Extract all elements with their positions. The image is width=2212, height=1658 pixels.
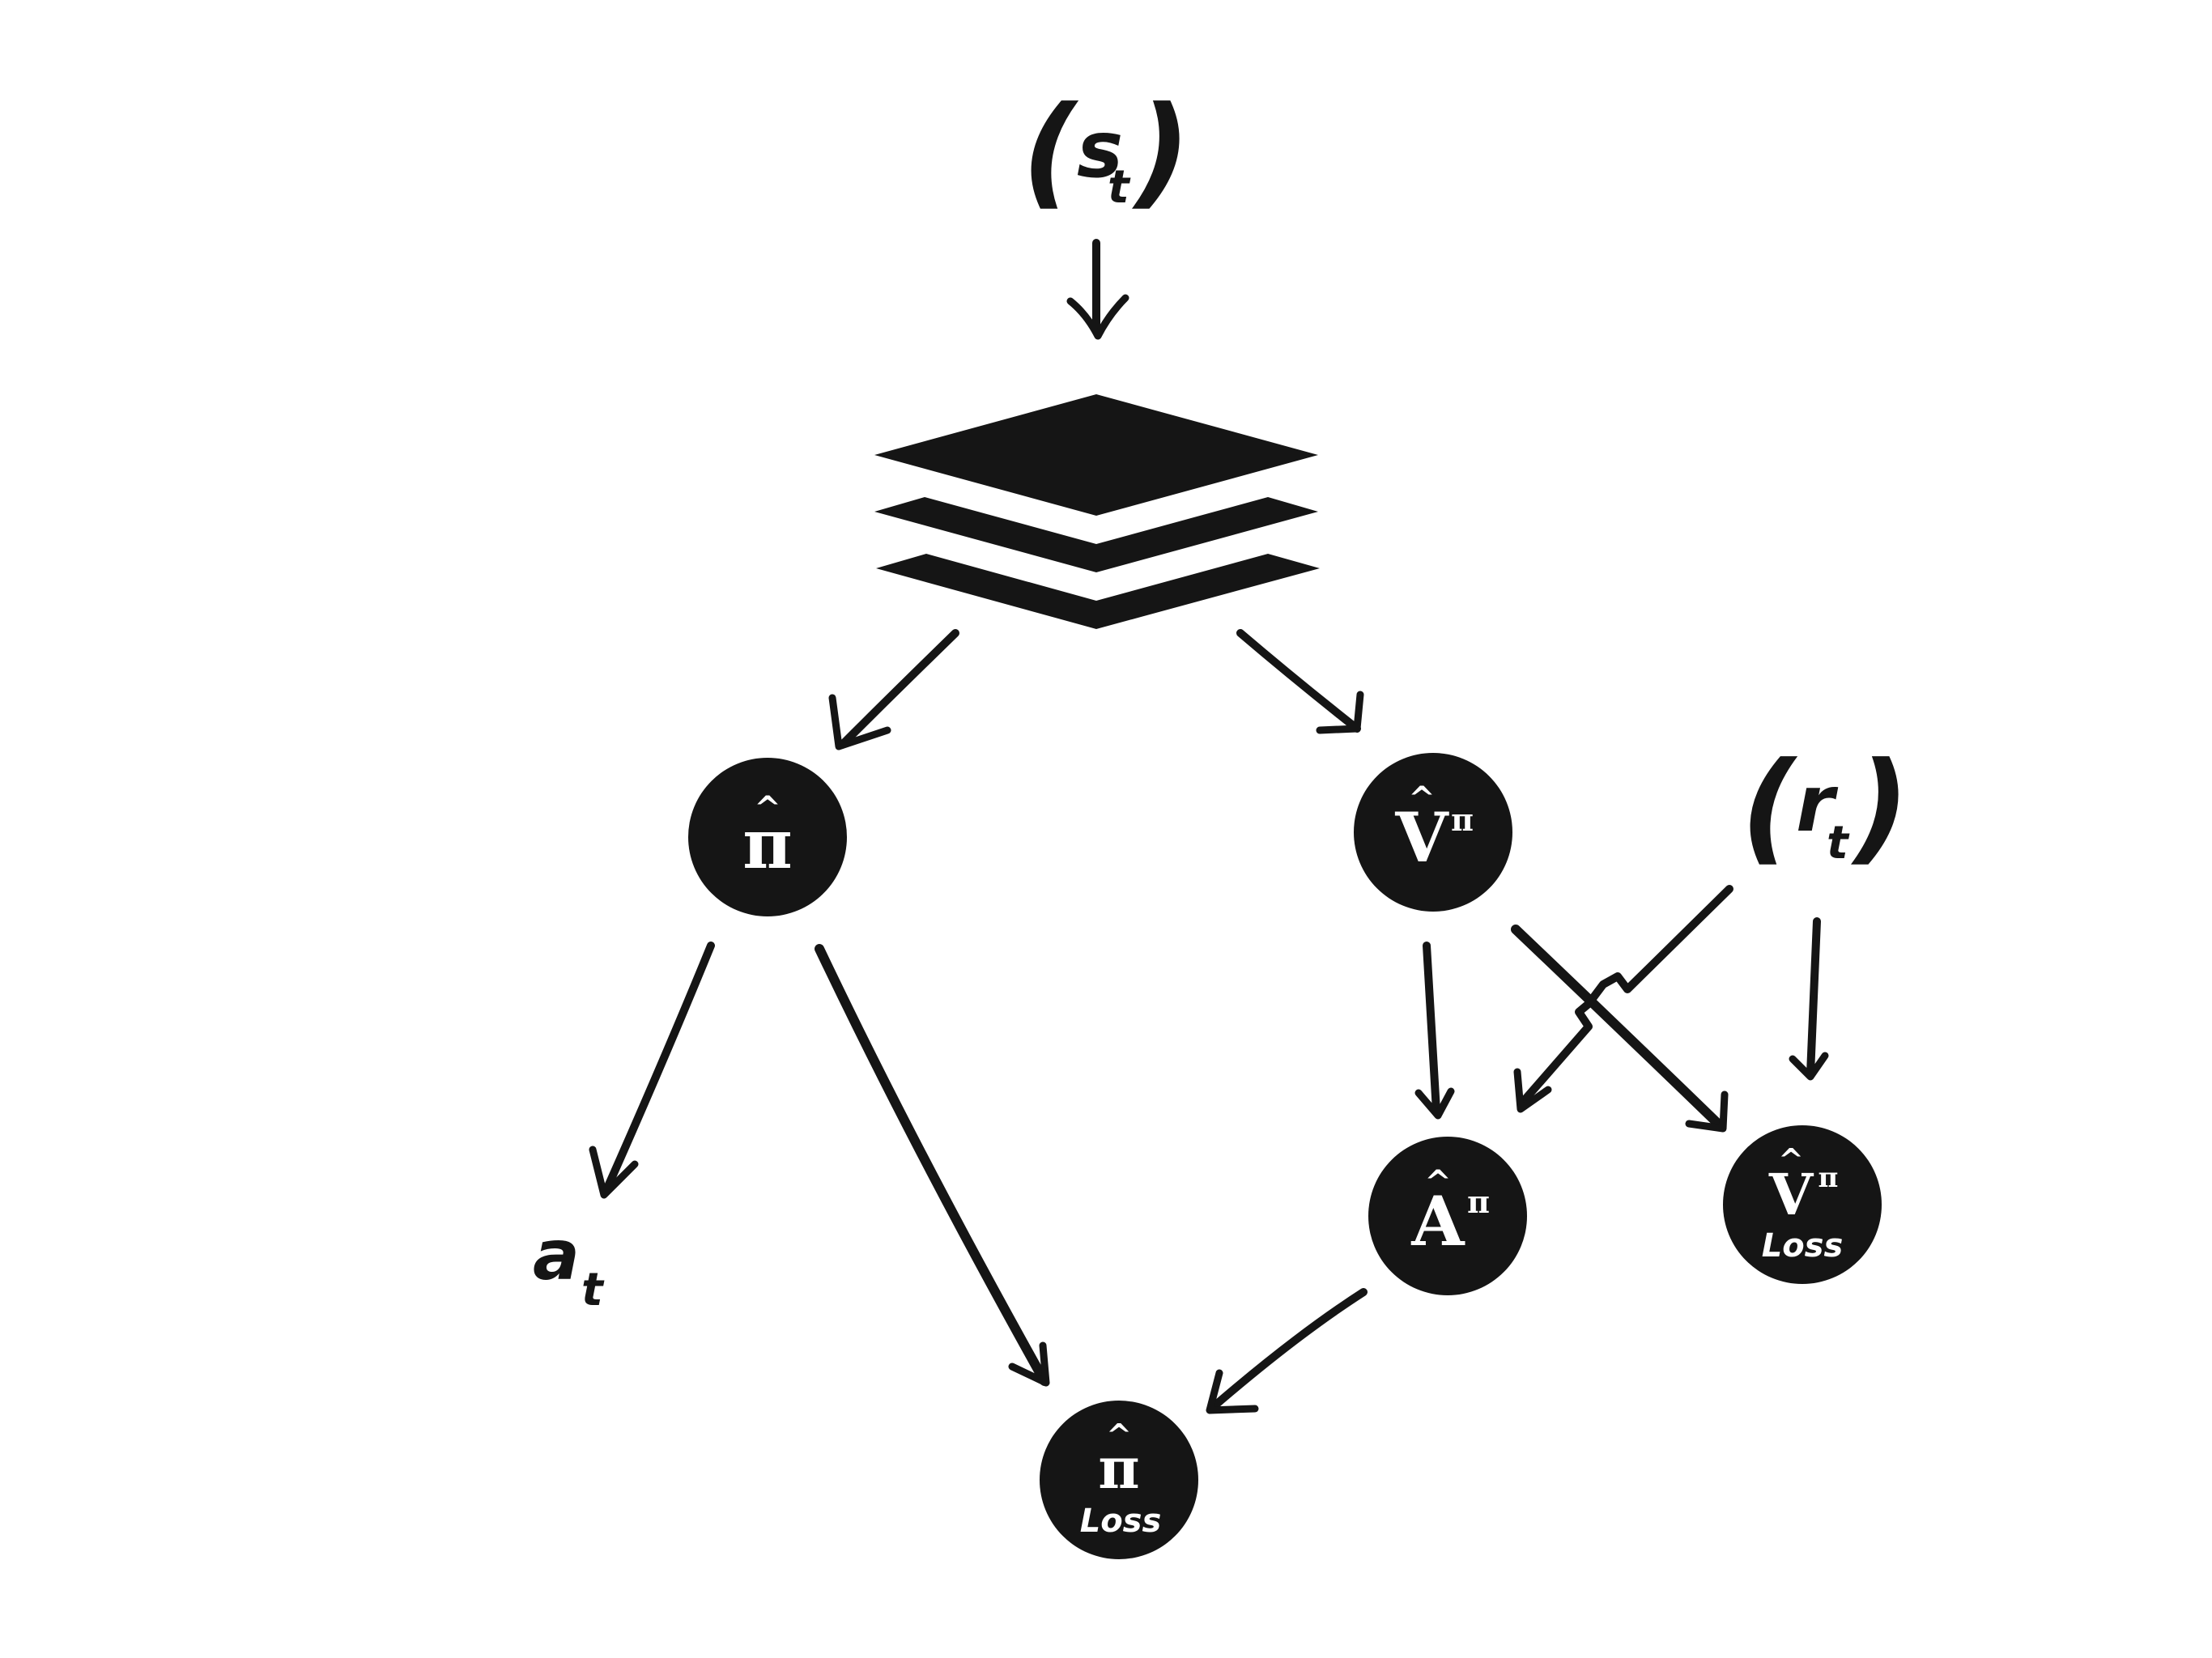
arrow-network-to-value <box>1236 629 1364 734</box>
value-loss-symbol: V <box>1768 1161 1814 1228</box>
node-value-loss: ^ V π Loss <box>1723 1125 1882 1284</box>
advantage-superscript: π <box>1467 1184 1490 1220</box>
reward-subscript: t <box>1827 817 1850 869</box>
arrow-value-to-advantage <box>1414 942 1455 1120</box>
advantage-symbol: A <box>1410 1181 1465 1261</box>
value-loss-hat: ^ <box>1778 1141 1804 1178</box>
policy-symbol: π <box>742 804 792 884</box>
node-advantage: ^ A π <box>1368 1137 1527 1295</box>
arrow-reward-to-advantage <box>1513 885 1733 1113</box>
state-symbol: s <box>1077 104 1123 195</box>
arrow-policy-to-policy-loss <box>815 944 1050 1387</box>
reward-symbol: r <box>1796 759 1839 849</box>
state-input: ( s t ) <box>1022 81 1191 222</box>
policy-hat: ^ <box>754 789 781 827</box>
policy-loss-label: Loss <box>1080 1503 1162 1540</box>
arrow-policy-to-action <box>589 942 715 1199</box>
policy-loss-symbol: π <box>1098 1435 1139 1502</box>
action-subscript: t <box>581 1264 605 1316</box>
node-value: ^ V π <box>1354 753 1512 912</box>
node-policy-loss: ^ π Loss <box>1040 1401 1198 1559</box>
state-paren-close: ) <box>1131 81 1191 222</box>
advantage-hat: ^ <box>1424 1163 1452 1201</box>
action-symbol: a <box>533 1215 580 1296</box>
policy-loss-hat: ^ <box>1106 1417 1132 1453</box>
reward-paren-close: ) <box>1850 737 1910 878</box>
arrow-state-to-network <box>1066 239 1129 340</box>
arrow-value-to-value-loss <box>1511 925 1729 1133</box>
value-loss-superscript: π <box>1819 1162 1839 1194</box>
arrow-advantage-to-policy-loss <box>1206 1288 1368 1414</box>
value-hat: ^ <box>1408 780 1436 818</box>
state-subscript: t <box>1108 161 1131 214</box>
action-output: a t <box>533 1215 605 1316</box>
reward-paren-open: ( <box>1741 737 1798 878</box>
state-paren-open: ( <box>1022 81 1079 222</box>
arrow-network-to-policy <box>828 629 959 750</box>
layers-icon <box>874 394 1320 629</box>
arrow-reward-to-value-loss <box>1789 917 1829 1081</box>
reward-input: ( r t ) <box>1741 737 1910 878</box>
value-symbol: V <box>1394 797 1449 878</box>
value-loss-label: Loss <box>1762 1227 1844 1265</box>
node-policy: ^ π <box>688 758 847 916</box>
value-superscript: π <box>1451 801 1474 838</box>
